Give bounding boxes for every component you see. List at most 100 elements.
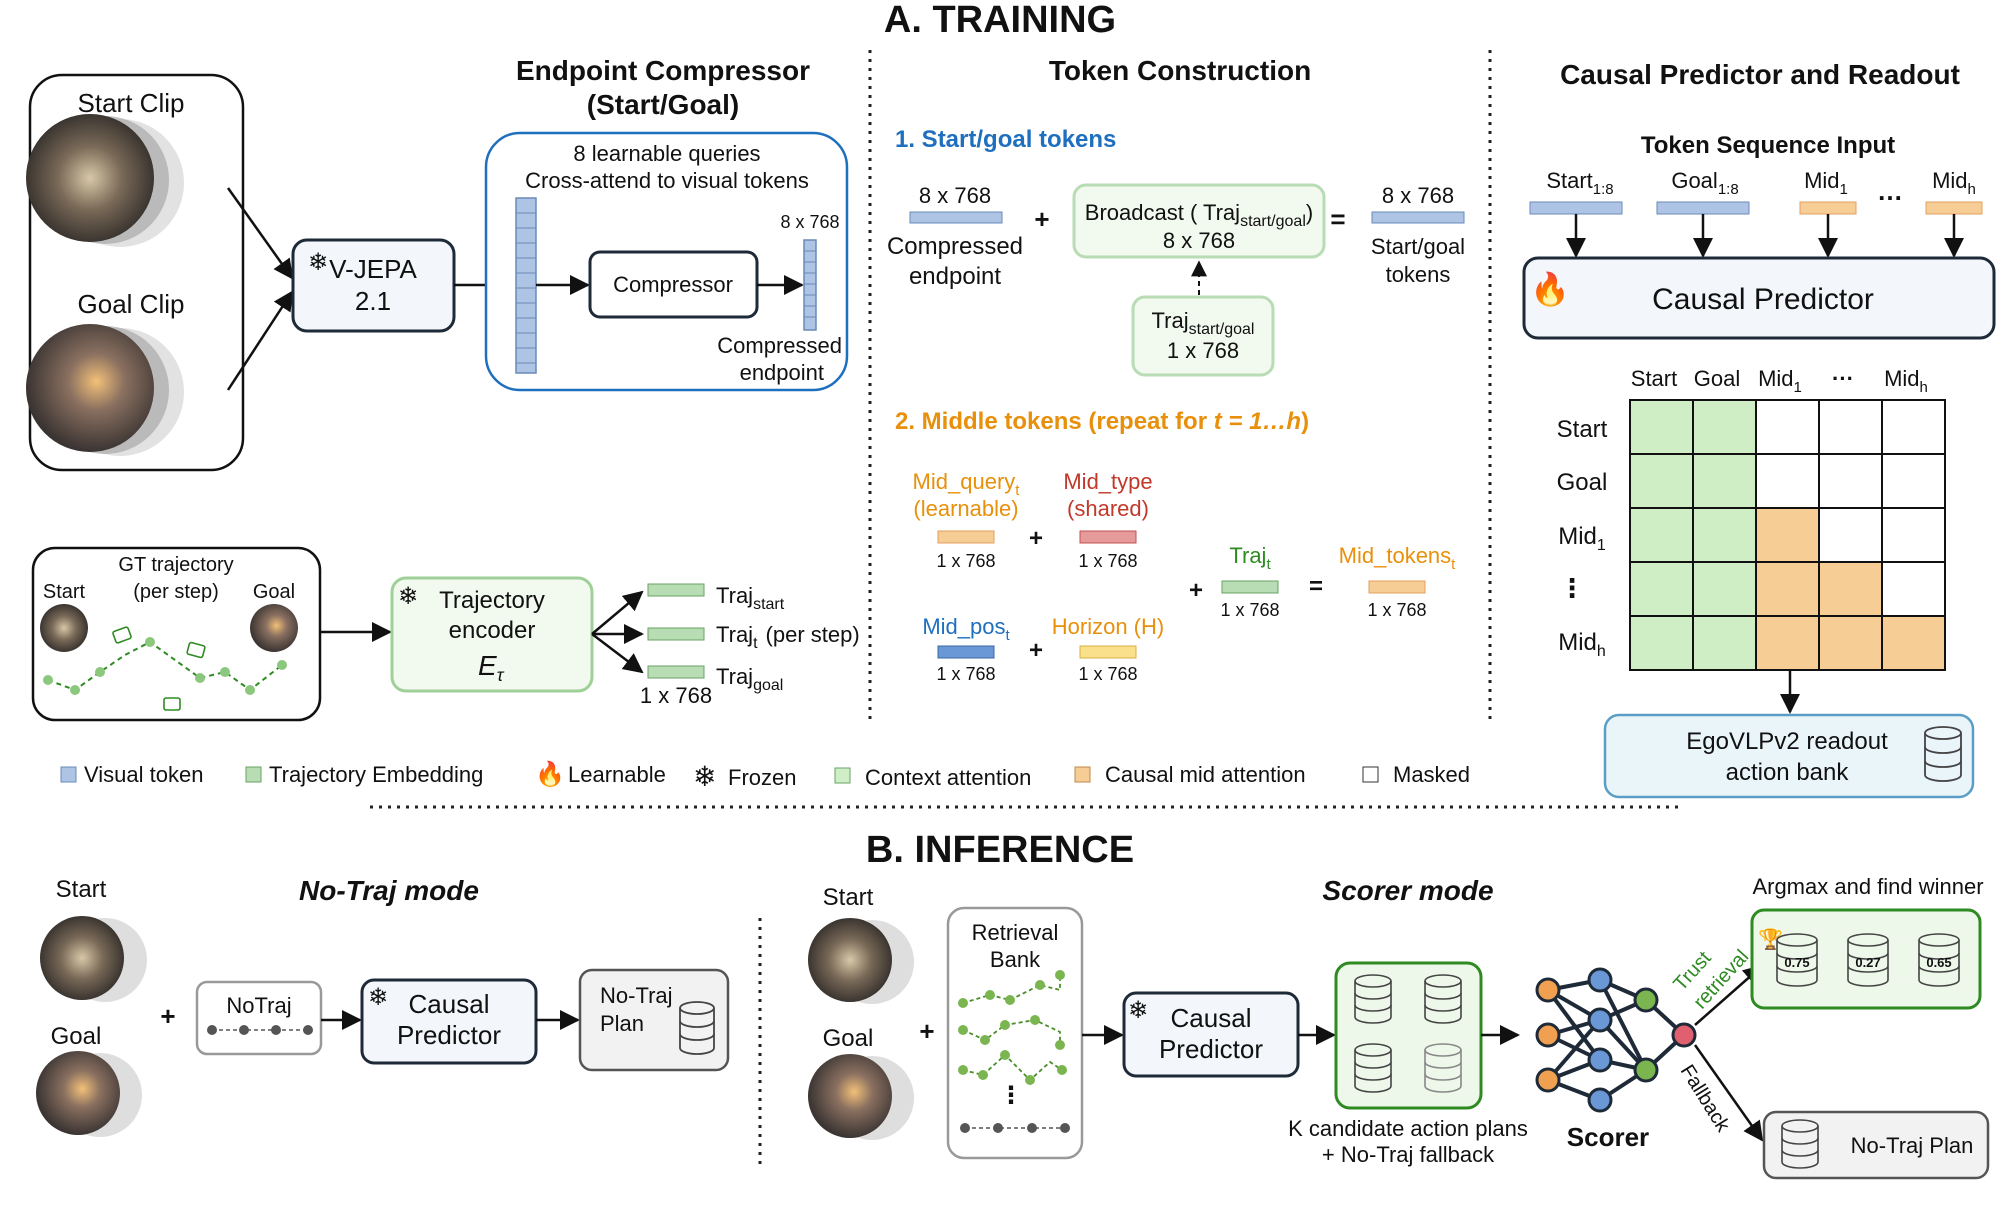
row-mid1: Mid1 xyxy=(1558,523,1606,554)
attention-matrix: Start Goal Mid1 ··· Midh Start Goal Mid1… xyxy=(1557,366,1946,671)
compressed-dims-top: 8 x 768 xyxy=(919,183,991,208)
broadcast-box: Broadcast ( Trajstart/goal) 8 x 768 xyxy=(1072,183,1326,259)
inf-start-label-1: Start xyxy=(56,876,107,903)
snowflake-icon: ❄ xyxy=(368,984,388,1011)
start-clip-thumbnail xyxy=(26,114,154,242)
notraj-plan-box: No-Traj Plan xyxy=(578,968,730,1072)
endpoint-compressor-subtitle: (Start/Goal) xyxy=(587,89,739,120)
compressed-dims: 8 x 768 xyxy=(780,212,839,232)
endpoint-compressor-title: Endpoint Compressor xyxy=(516,55,810,86)
svg-text:1 x 768: 1 x 768 xyxy=(1078,664,1137,684)
gt-trajectory-box: GT trajectory (per step) Start Goal xyxy=(31,546,322,722)
database-icon xyxy=(1776,933,1960,987)
trophy-icon: 🏆 xyxy=(1758,927,1783,951)
compressed-endpoint-label-1: Compressed xyxy=(717,333,842,358)
horizon-label: Horizon (H) xyxy=(1052,614,1164,639)
svg-text:=: = xyxy=(1309,573,1323,600)
vjepa-label-line2: 2.1 xyxy=(355,286,391,316)
token-sequence-title: Token Sequence Input xyxy=(1641,132,1895,159)
svg-text:1 x 768: 1 x 768 xyxy=(1167,338,1239,363)
clip-group: Start Clip Goal Clip xyxy=(26,73,245,472)
vjepa-box: ❄ V-JEPA 2.1 xyxy=(291,238,456,333)
traj-t-token-label: Trajt xyxy=(1229,543,1271,573)
shared-label: (shared) xyxy=(1067,496,1149,521)
start-goal-tokens-step: 1. Start/goal tokens xyxy=(895,126,1116,153)
traj-encoder-symbol: Eτ xyxy=(478,650,505,685)
readout-label-1: EgoVLPv2 readout xyxy=(1686,728,1888,755)
horizon-bar xyxy=(1079,645,1137,659)
col-mid1: Mid1 xyxy=(1758,366,1802,396)
row-dots: ⋮ xyxy=(1559,573,1585,603)
inference-section-title: B. INFERENCE xyxy=(866,829,1134,871)
inf-start-label-2: Start xyxy=(823,884,874,911)
gt-goal-thumbnail xyxy=(250,604,298,652)
mid-tokens-label: Mid_tokenst xyxy=(1339,543,1457,573)
mid-type-label: Mid_type xyxy=(1063,469,1152,494)
seq-goal-bar xyxy=(1656,201,1750,215)
plus-sign: + xyxy=(1034,204,1049,234)
retrieval-label-1: Retrieval xyxy=(972,920,1059,945)
compressor-label: Compressor xyxy=(613,272,733,297)
seq-start-bar xyxy=(1529,201,1623,215)
broadcast-label: Broadcast ( Trajstart/goal) xyxy=(1085,200,1313,230)
traj-dims-label: 1 x 768 xyxy=(640,683,712,708)
svg-text:+: + xyxy=(160,1001,175,1031)
training-section-title: A. TRAINING xyxy=(884,0,1116,41)
flame-icon: 🔥 xyxy=(535,760,565,788)
legend-masked: Masked xyxy=(1393,762,1470,787)
svg-text:1 x 768: 1 x 768 xyxy=(1220,600,1279,620)
col-dots: ··· xyxy=(1832,366,1854,391)
traj-output-tokens xyxy=(647,583,705,679)
snowflake-icon: ❄ xyxy=(693,761,716,792)
winner-box: 🏆 0.75 0.27 0.65 xyxy=(1750,908,1982,1010)
mid-pos-bar xyxy=(937,645,995,659)
score-3: 0.65 xyxy=(1926,955,1951,970)
goal-clip-label: Goal Clip xyxy=(78,289,185,319)
middle-tokens-step: 2. Middle tokens (repeat for t = 1…h) xyxy=(895,408,1309,435)
sg-token-bar xyxy=(1371,211,1465,224)
compressed-token-bar xyxy=(909,211,1003,224)
gt-start-label: Start xyxy=(43,581,86,603)
svg-text:1 x 768: 1 x 768 xyxy=(936,664,995,684)
vjepa-label-line1: V-JEPA xyxy=(329,254,417,284)
svg-text:Plan: Plan xyxy=(600,1011,644,1036)
traj-start-goal-box: Trajstart/goal 1 x 768 xyxy=(1131,295,1275,377)
legend-learnable: Learnable xyxy=(568,762,666,787)
inf-goal-thumb-1 xyxy=(36,1051,120,1135)
seq-midh-bar xyxy=(1925,201,1983,215)
seq-mid1-bar xyxy=(1799,201,1857,215)
equals-sign: = xyxy=(1330,204,1345,234)
row-midh: Midh xyxy=(1558,629,1606,660)
visual-token-column xyxy=(515,197,537,374)
svg-text:1 x 768: 1 x 768 xyxy=(936,551,995,571)
snowflake-icon: ❄ xyxy=(398,583,418,610)
notraj-box: NoTraj xyxy=(195,980,323,1056)
database-icon xyxy=(1781,1119,1819,1169)
gt-goal-label: Goal xyxy=(253,581,295,603)
svg-text:+: + xyxy=(1029,637,1043,664)
scorer-network-icon xyxy=(1535,967,1697,1113)
inf-goal-label-2: Goal xyxy=(823,1025,874,1052)
goal-clip-thumbnail xyxy=(26,324,154,452)
start-clip-label: Start Clip xyxy=(78,88,185,118)
traj-t-label: Trajt(per step) xyxy=(716,622,860,652)
traj-t-bar xyxy=(1221,580,1279,594)
flame-icon: 🔥 xyxy=(1530,271,1570,307)
database-icon xyxy=(1354,974,1462,1093)
legend-frozen: Frozen xyxy=(728,765,796,790)
svg-text:Predictor: Predictor xyxy=(397,1020,501,1050)
svg-text:Predictor: Predictor xyxy=(1159,1034,1263,1064)
compressed-label-2: endpoint xyxy=(909,263,1001,290)
database-icon xyxy=(679,1001,715,1055)
readout-label-2: action bank xyxy=(1726,759,1850,786)
sg-tokens-label-1: Start/goal xyxy=(1371,234,1465,259)
svg-text:1 x 768: 1 x 768 xyxy=(1078,551,1137,571)
traj-start-label: Trajstart xyxy=(716,583,785,613)
svg-text:+: + xyxy=(1189,577,1203,604)
database-icon xyxy=(1924,726,1962,782)
scorer-mode-title: Scorer mode xyxy=(1322,875,1493,906)
svg-text:Causal: Causal xyxy=(409,989,490,1019)
col-goal: Goal xyxy=(1694,366,1740,391)
mid-type-bar xyxy=(1079,530,1137,544)
